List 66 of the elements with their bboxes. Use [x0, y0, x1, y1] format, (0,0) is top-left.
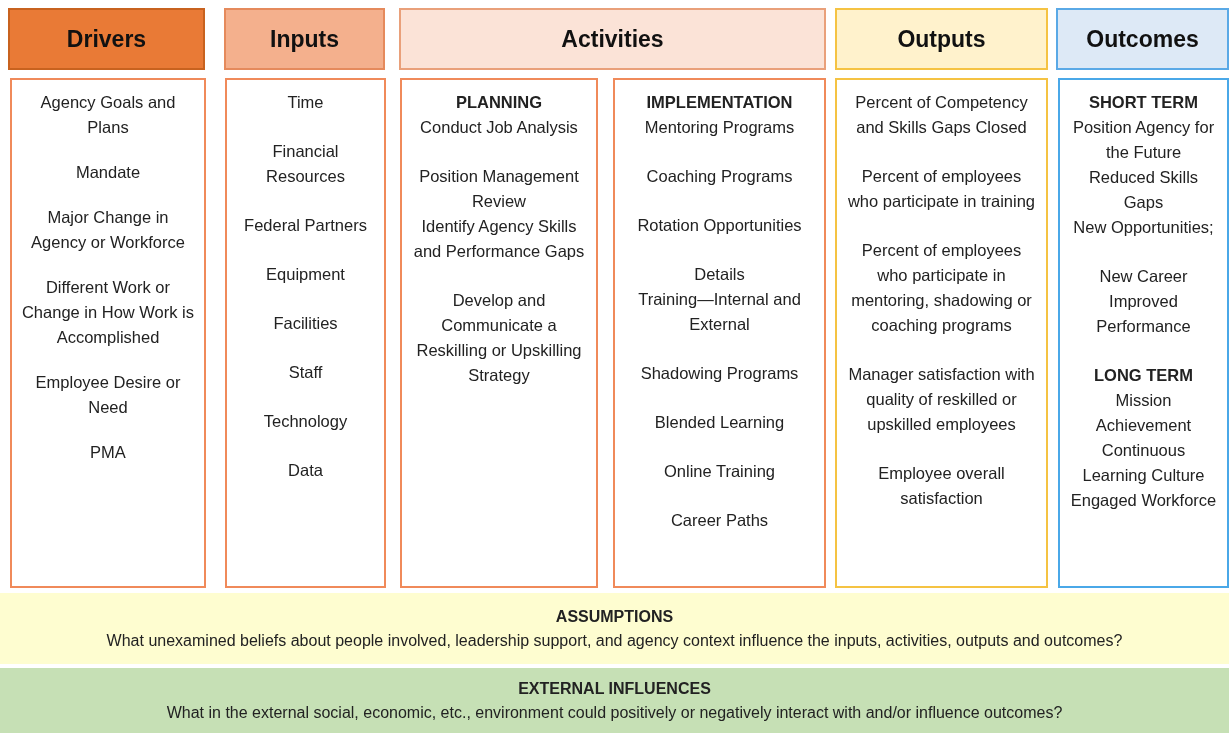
list-item: Reduced Skills Gaps — [1087, 167, 1200, 213]
list-item: Coaching Programs — [646, 166, 793, 187]
list-item: Continuous Learning Culture — [1081, 440, 1206, 486]
list-item: Percent of employees who participate in mentoring, shadowing or coaching programs — [850, 240, 1033, 336]
list-item: PMA — [90, 442, 126, 463]
column-heading: Outputs — [897, 25, 986, 53]
list-item: Details — [694, 264, 745, 285]
column-heading: Activities — [561, 25, 664, 53]
section-heading: SHORT TERM — [1088, 92, 1199, 113]
list-item: Staff — [288, 362, 323, 383]
list-item: Rotation Opportunities — [637, 215, 802, 236]
list-item: Employee overall satisfaction — [877, 463, 1006, 509]
external-influences-band — [0, 668, 1229, 733]
list-item: New Opportunities; — [1073, 217, 1214, 238]
list-item: Position Management Review — [418, 166, 580, 212]
column-heading: Inputs — [270, 25, 339, 53]
list-item: Different Work or Change in How Work is Accomplished — [20, 277, 196, 348]
list-item: Major Change in Agency or Workforce — [30, 207, 186, 253]
assumptions-band — [0, 593, 1229, 664]
band-heading: EXTERNAL INFLUENCES — [518, 678, 711, 699]
list-item: Shadowing Programs — [640, 363, 799, 384]
band-heading: ASSUMPTIONS — [555, 606, 674, 627]
list-item: Time — [287, 92, 324, 113]
list-item: Agency Goals and Plans — [39, 92, 177, 138]
column-panel — [225, 78, 386, 588]
list-item: Online Training — [664, 461, 775, 482]
list-item: Blended Learning — [654, 412, 785, 433]
column-panel — [1058, 78, 1229, 588]
list-item: Engaged Workforce — [1070, 490, 1217, 511]
list-item: Percent of Competency and Skills Gaps Closed — [854, 92, 1029, 138]
column-panel — [400, 78, 598, 588]
list-item: Mission Achievement — [1094, 390, 1193, 436]
list-item: Manager satisfaction with quality of reskilled or upskilled employees — [847, 364, 1036, 435]
section-heading: IMPLEMENTATION — [646, 92, 793, 113]
list-item: Develop and Communicate a Reskilling or Upskilling Strategy — [415, 290, 583, 386]
header-box — [399, 8, 826, 70]
header-box — [224, 8, 385, 70]
column-panel — [835, 78, 1048, 588]
band-text: What unexamined beliefs about people involved, leadership support, and agency context influence the inputs, activities, outputs and outcomes? — [106, 630, 1123, 651]
section-heading: PLANNING — [455, 92, 543, 113]
list-item: Position Agency for the Future — [1071, 117, 1216, 163]
list-item: Career Paths — [670, 510, 769, 531]
column-panel — [10, 78, 206, 588]
list-item: New Career — [1099, 266, 1188, 287]
list-item: Conduct Job Analysis — [420, 117, 578, 138]
list-item: Financial Resources — [265, 141, 346, 187]
column-heading: Drivers — [66, 25, 147, 53]
list-item: Federal Partners — [244, 215, 367, 236]
list-item: Equipment — [266, 264, 345, 285]
list-item: Technology — [263, 411, 348, 432]
band-text: What in the external social, economic, etc., environment could positively or negatively interact with and/or influence outcomes? — [166, 702, 1063, 723]
section-heading: LONG TERM — [1094, 365, 1193, 386]
list-item: Employee Desire or Need — [34, 372, 182, 418]
header-box — [8, 8, 205, 70]
header-box — [835, 8, 1048, 70]
list-item: Facilities — [273, 313, 338, 334]
header-box — [1056, 8, 1229, 70]
list-item: Mandate — [75, 162, 141, 183]
column-panel — [613, 78, 826, 588]
list-item: Identify Agency Skills and Performance Gaps — [412, 216, 586, 262]
list-item: Data — [288, 460, 323, 481]
list-item: Improved Performance — [1095, 291, 1192, 337]
list-item: Mentoring Programs — [644, 117, 795, 138]
list-item: Percent of employees who participate in training — [846, 166, 1037, 212]
column-heading: Outcomes — [1086, 25, 1199, 53]
list-item: Training—Internal and External — [637, 289, 802, 335]
